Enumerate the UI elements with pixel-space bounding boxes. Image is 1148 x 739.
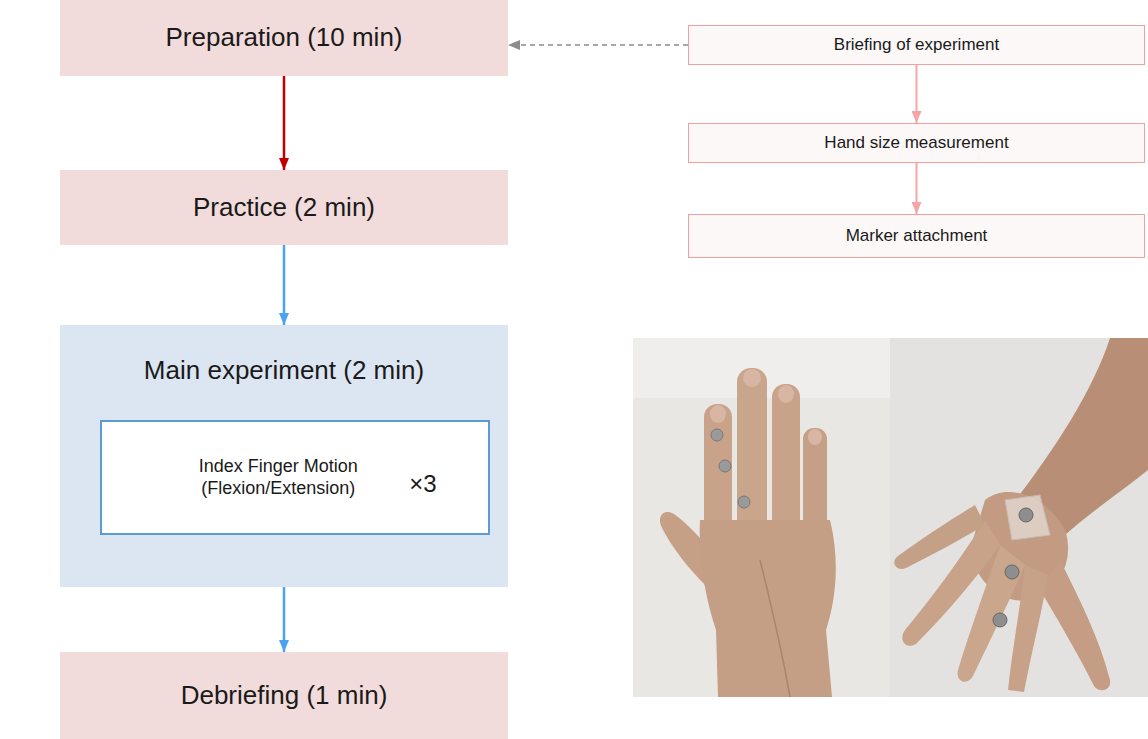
flow-arrow xyxy=(916,65,918,123)
box-label: Briefing of experiment xyxy=(834,35,999,55)
photo-shape xyxy=(760,560,790,697)
phase-box: Practice (2 min) xyxy=(60,170,508,245)
phase-box: Debriefing (1 min) xyxy=(60,652,508,739)
photo-shape xyxy=(1019,508,1033,522)
photo-shape xyxy=(743,369,761,387)
photo-shape xyxy=(633,338,890,697)
box-label: Preparation (10 min) xyxy=(166,22,403,53)
photo-shape xyxy=(778,385,794,403)
hand-photo-left xyxy=(633,338,890,697)
step-box: Marker attachment xyxy=(688,214,1145,258)
photo-shape xyxy=(993,613,1007,627)
flow-arrow xyxy=(283,587,286,652)
hand-photo-right xyxy=(890,338,1148,697)
photo-shape xyxy=(719,460,731,472)
task-box: Index Finger Motion (Flexion/Extension)×… xyxy=(100,420,490,535)
box-label: Marker attachment xyxy=(846,226,988,246)
flow-arrow xyxy=(283,245,286,325)
photo-shape xyxy=(711,429,723,441)
photo-shape xyxy=(894,505,985,569)
phase-box: Preparation (10 min) xyxy=(60,0,508,76)
photo-shape xyxy=(808,429,822,445)
repeat-count: ×3 xyxy=(409,470,436,499)
photo-shape xyxy=(1000,338,1148,540)
box-label: Main experiment (2 min) xyxy=(144,355,424,386)
photo-shape xyxy=(710,405,726,423)
photo-shape xyxy=(1040,560,1110,690)
flow-arrow xyxy=(916,163,918,214)
main-phase-region: Main experiment (2 min) Index Finger Moti… xyxy=(60,325,508,587)
photo-shape xyxy=(1005,565,1019,579)
step-box: Briefing of experiment xyxy=(688,25,1145,65)
dashed-arrow xyxy=(508,44,688,46)
box-label: Index Finger Motion (Flexion/Extension) xyxy=(153,456,403,499)
photo-shape xyxy=(890,338,1148,697)
box-label: Debriefing (1 min) xyxy=(181,680,388,711)
photo-shape xyxy=(738,496,750,508)
photo-shape xyxy=(700,520,836,697)
photo-shape xyxy=(1008,565,1048,692)
flow-arrow xyxy=(283,76,286,170)
box-label: Hand size measurement xyxy=(824,133,1008,153)
box-label: Practice (2 min) xyxy=(193,192,375,223)
photo-shape xyxy=(1005,495,1050,540)
step-box: Hand size measurement xyxy=(688,123,1145,163)
